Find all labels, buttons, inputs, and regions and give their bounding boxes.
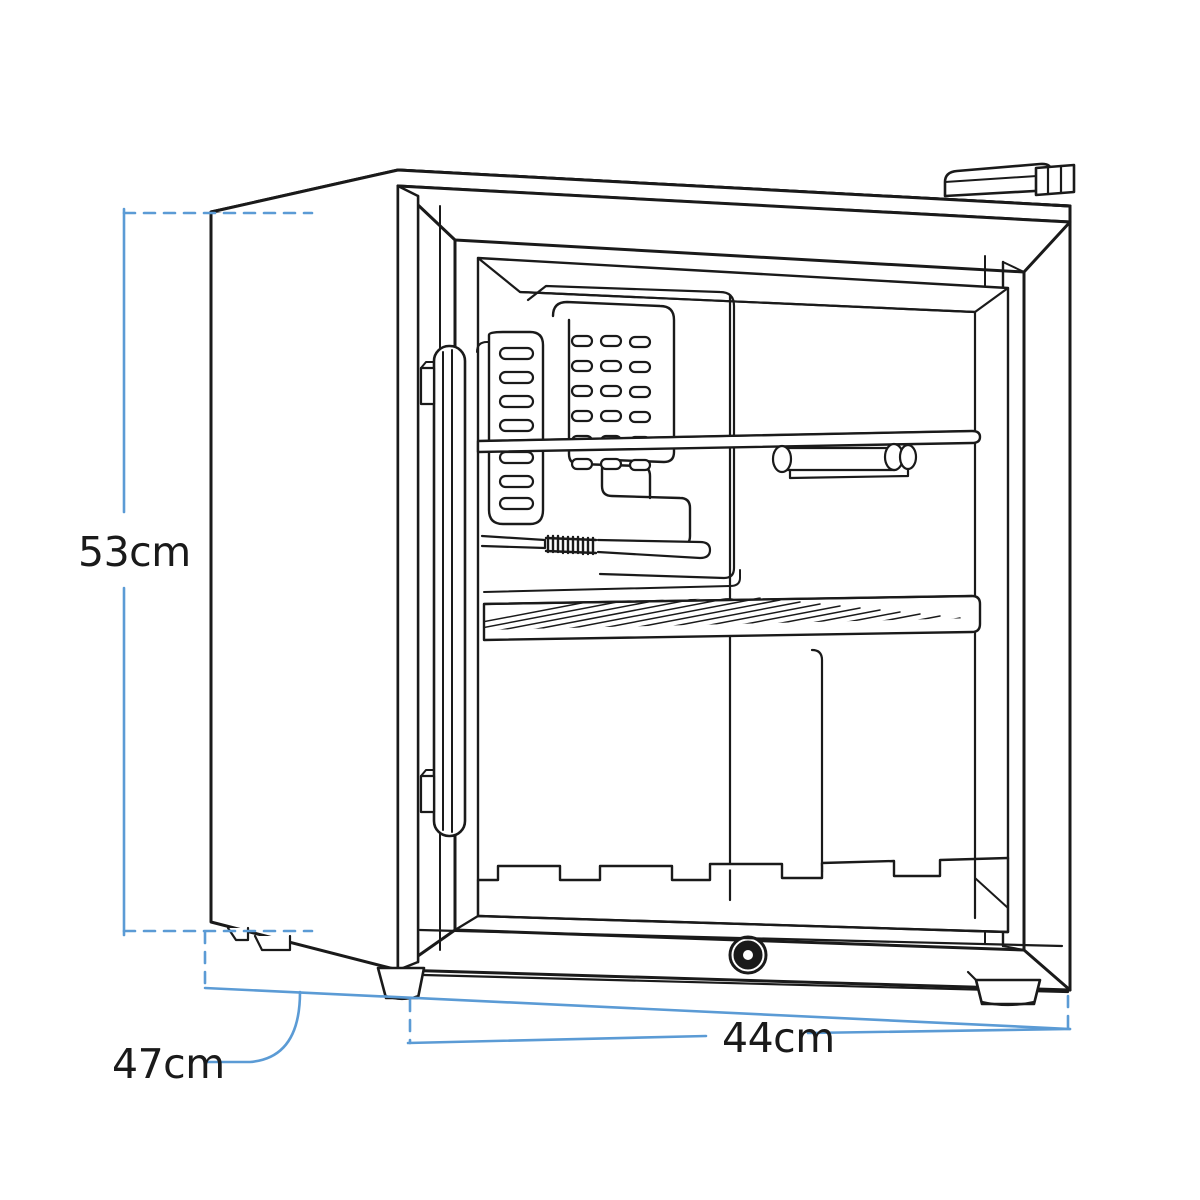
interior-cavity: [476, 256, 1010, 934]
shelf-roller-bracket: [771, 442, 918, 480]
leveling-foot-left: [376, 966, 426, 1001]
depth-dimension: [203, 930, 1072, 1064]
capillary-coil: [480, 534, 712, 560]
height-dimension: [122, 207, 314, 937]
door-bottom-rail: [418, 928, 1070, 994]
door-lock: [728, 935, 768, 975]
interior-divider-post: [810, 648, 824, 874]
height-dimension-label: 53cm: [78, 528, 191, 576]
evaporator-plate: [476, 284, 736, 580]
door-handle: [419, 344, 467, 838]
upper-shelf: [476, 429, 982, 454]
leveling-foot-right: [966, 970, 1042, 1007]
top-hinge: [943, 162, 1076, 198]
depth-dimension-label: 47cm: [112, 1040, 225, 1088]
glass-door: [396, 184, 420, 972]
width-dimension: [406, 994, 1072, 1045]
evaporator-slot-group-left: [498, 346, 535, 511]
width-dimension-label: 44cm: [722, 1014, 835, 1062]
stepped-floor-profile: [453, 856, 1010, 934]
